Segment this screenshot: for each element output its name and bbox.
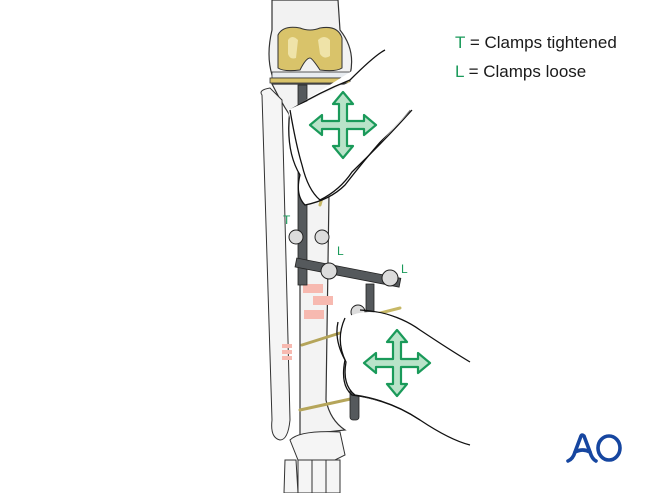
foot-bones <box>283 431 346 493</box>
clamp-upper-left <box>288 229 304 245</box>
fibula <box>260 87 291 441</box>
legend-text-loose: Clamps loose <box>483 62 587 81</box>
lower-hand <box>336 309 471 446</box>
legend: T = Clamps tightened L = Clamps loose <box>455 28 617 86</box>
move-arrow-upper-icon <box>308 90 378 160</box>
label-t-upper-clamp: T <box>283 213 291 227</box>
legend-text-tightened: Clamps tightened <box>484 33 617 52</box>
legend-key-t: T <box>455 33 466 52</box>
legend-equals: = <box>469 33 480 52</box>
clamps <box>288 229 399 320</box>
clamp-upper-right <box>314 229 330 245</box>
clamp-middle <box>320 262 338 280</box>
clamp-right <box>381 269 399 287</box>
knee-implant <box>269 26 351 84</box>
label-l-right-clamp: L <box>401 262 408 276</box>
ao-logo-icon <box>566 433 622 463</box>
legend-item-loose: L = Clamps loose <box>455 57 617 86</box>
fracture-markers <box>282 284 333 360</box>
legend-key-l: L <box>455 62 464 81</box>
legend-item-tightened: T = Clamps tightened <box>455 28 617 57</box>
label-l-middle-clamp: L <box>337 244 344 258</box>
move-arrow-lower-icon <box>362 328 432 398</box>
legend-equals: = <box>468 62 479 81</box>
